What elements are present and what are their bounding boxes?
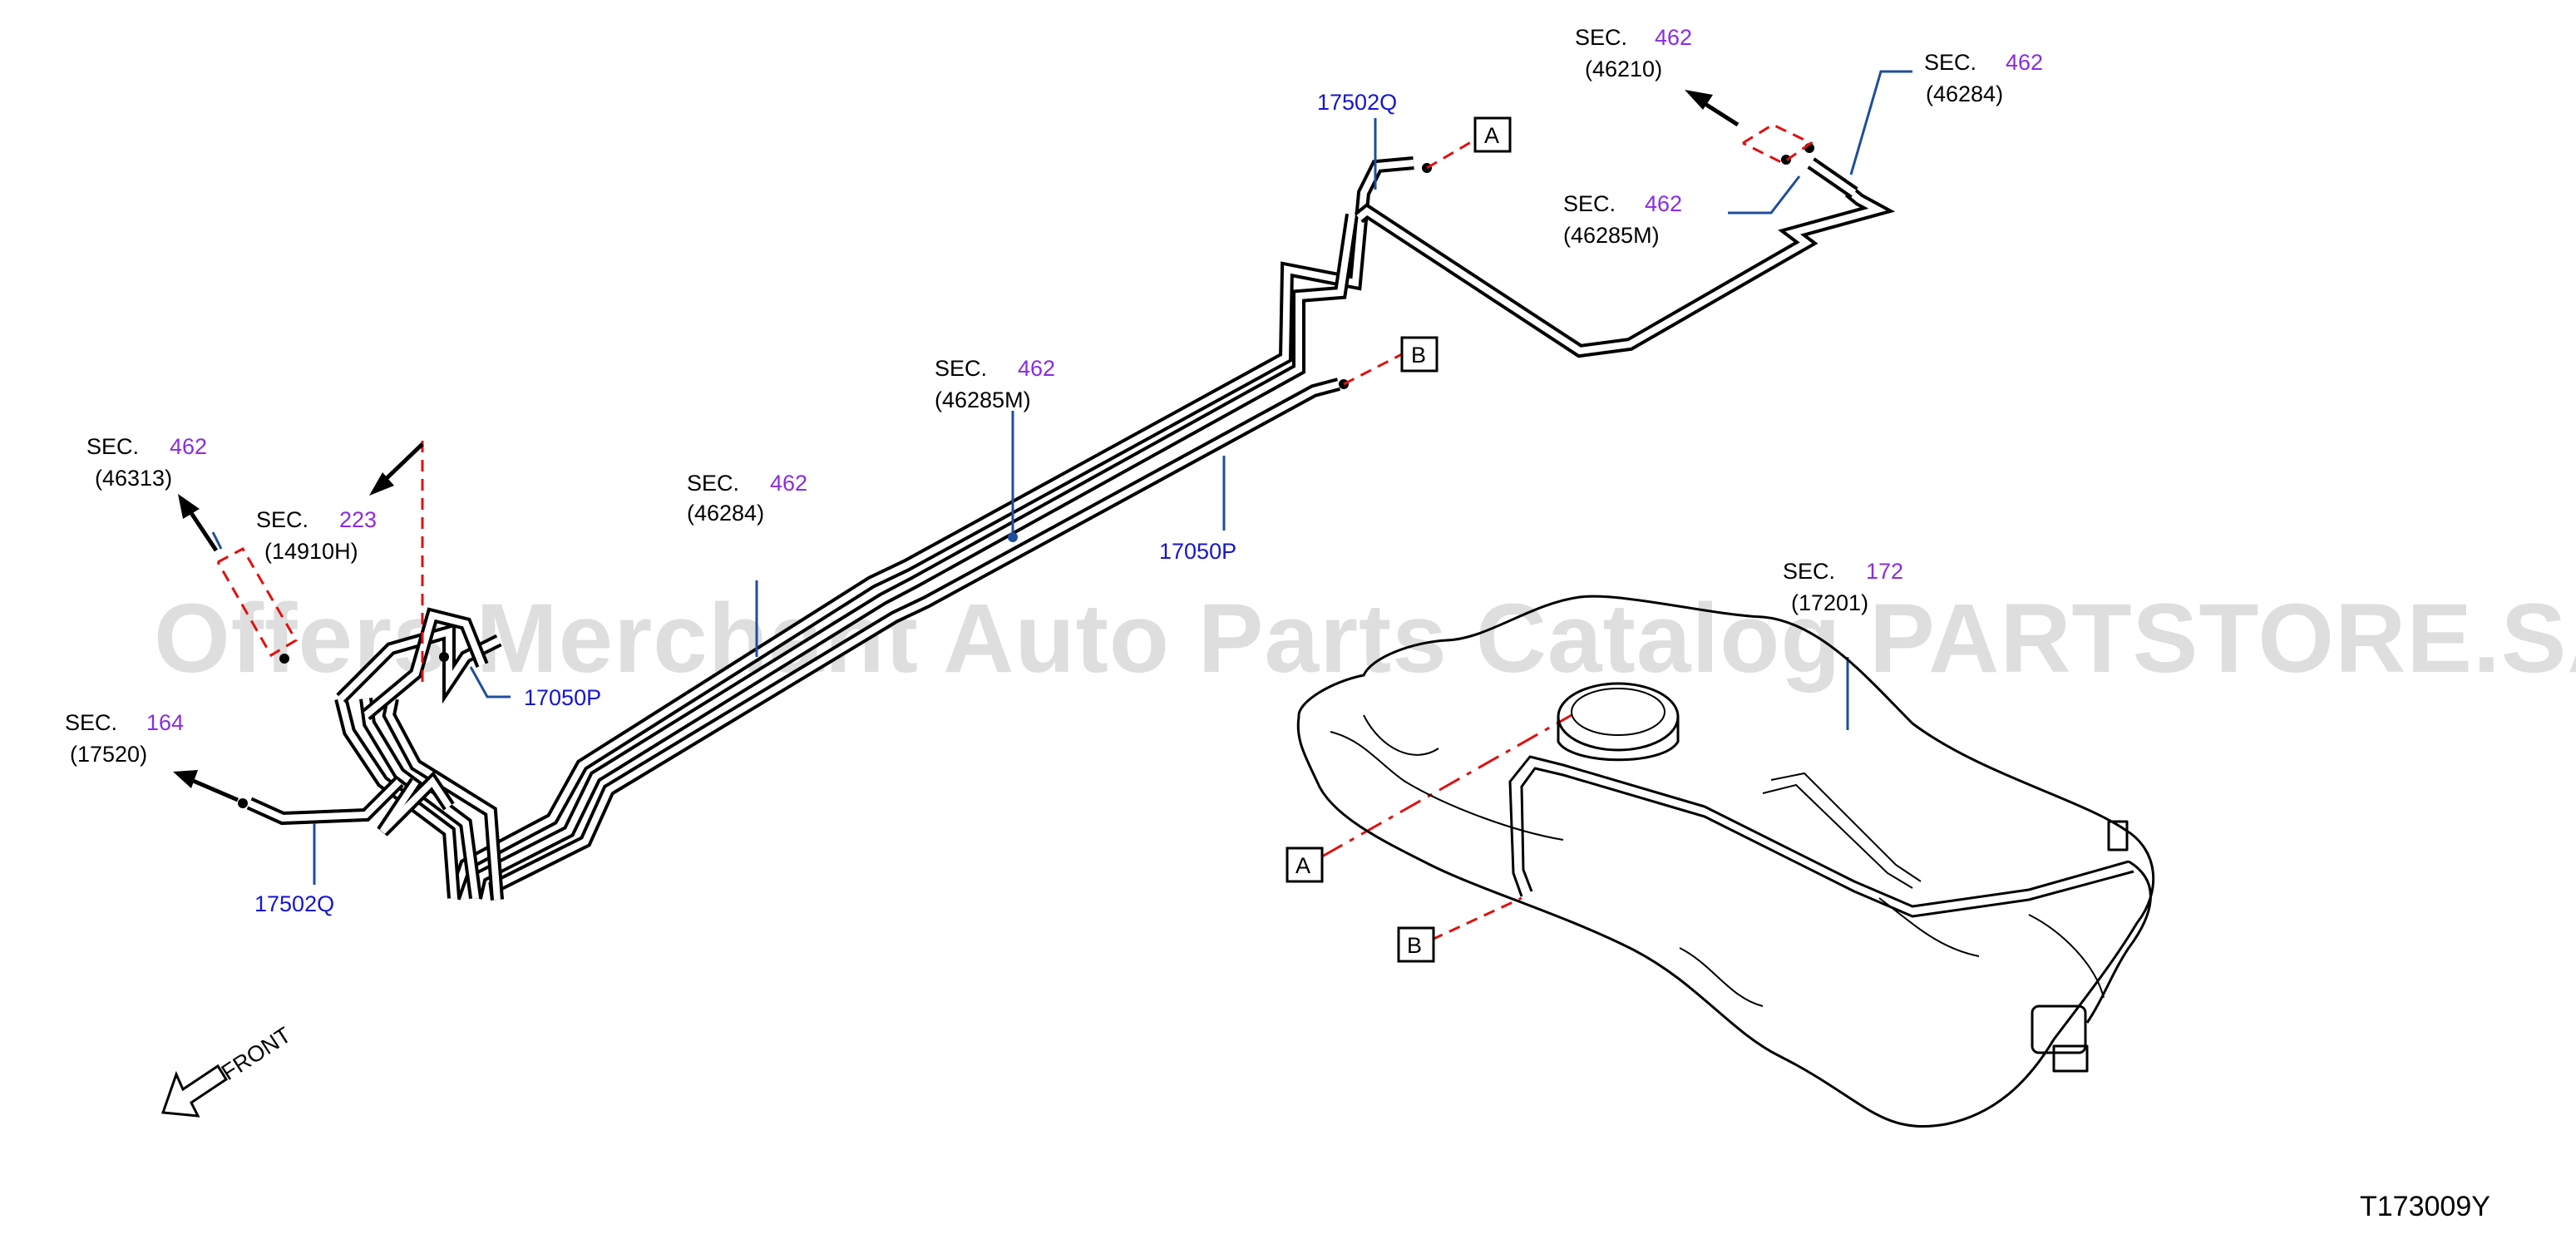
front-label: FRONT	[217, 1022, 295, 1085]
callout-46285m-top[interactable]: SEC. 462 (46285M)	[1563, 191, 1682, 248]
svg-text:SEC.: SEC.	[1783, 559, 1835, 584]
svg-text:462: 462	[1018, 356, 1055, 381]
marker-a-tank: A	[1286, 847, 1324, 883]
svg-text:223: 223	[339, 507, 377, 532]
connector-lines	[216, 123, 1814, 941]
svg-text:462: 462	[170, 434, 207, 459]
svg-text:SEC.: SEC.	[65, 710, 117, 735]
svg-text:SEC.: SEC.	[86, 434, 139, 459]
svg-text:462: 462	[770, 471, 807, 496]
callout-46210[interactable]: SEC. 462 (46210)	[1575, 25, 1692, 81]
svg-text:164: 164	[146, 710, 184, 735]
svg-text:(46285M): (46285M)	[935, 387, 1031, 412]
marker-b-tank: B	[1397, 926, 1435, 963]
fuel-tank	[1296, 595, 2155, 1128]
svg-text:462: 462	[1645, 191, 1682, 216]
svg-text:172: 172	[1866, 559, 1903, 584]
callout-46313[interactable]: SEC. 462 (46313)	[86, 434, 207, 491]
watermark: Offers Merchant Auto Parts Catalog PARTS…	[154, 584, 2576, 694]
part-17502q-top[interactable]: 17502Q	[1317, 90, 1397, 115]
callout-46284-mid[interactable]: SEC. 462 (46284)	[687, 471, 807, 526]
engine-bay-pipes	[246, 607, 504, 901]
part-17050p-left[interactable]: 17050P	[524, 685, 601, 710]
part-17050p-mid[interactable]: 17050P	[1159, 539, 1236, 564]
svg-text:(46210): (46210)	[1585, 57, 1662, 81]
svg-text:SEC.: SEC.	[1563, 191, 1616, 216]
svg-text:B: B	[1411, 343, 1426, 368]
svg-text:(17201): (17201)	[1791, 590, 1868, 615]
callout-14910h[interactable]: SEC. 223 (14910H)	[256, 507, 377, 564]
svg-text:SEC.: SEC.	[1924, 50, 1976, 75]
callout-46285m-mid[interactable]: SEC. 462 (46285M)	[935, 356, 1055, 412]
callout-17520[interactable]: SEC. 164 (17520)	[65, 710, 184, 767]
callout-17201[interactable]: SEC. 172 (17201)	[1783, 559, 1903, 615]
svg-text:(46284): (46284)	[687, 501, 764, 526]
svg-text:SEC.: SEC.	[687, 471, 739, 496]
marker-b-top: B	[1400, 336, 1439, 373]
marker-a-top: A	[1473, 116, 1512, 153]
fuel-pipe-bundle	[447, 156, 1896, 901]
leader-lines	[211, 70, 1912, 885]
svg-text:462: 462	[1655, 25, 1692, 50]
svg-text:(46284): (46284)	[1926, 81, 2003, 106]
callout-46284-top[interactable]: SEC. 462 (46284)	[1924, 50, 2043, 106]
part-17502q-bottom[interactable]: 17502Q	[254, 891, 334, 916]
svg-text:(14910H): (14910H)	[264, 539, 358, 564]
svg-text:(46313): (46313)	[95, 466, 172, 491]
svg-text:SEC.: SEC.	[1575, 25, 1627, 50]
flow-arrows	[173, 90, 1740, 802]
svg-text:(46285M): (46285M)	[1563, 223, 1660, 248]
svg-text:SEC.: SEC.	[935, 356, 987, 381]
svg-text:(17520): (17520)	[70, 742, 147, 767]
svg-text:462: 462	[2006, 50, 2043, 75]
svg-text:A: A	[1295, 853, 1310, 878]
svg-text:A: A	[1484, 123, 1499, 148]
front-indicator: FRONT	[160, 1022, 295, 1118]
diagram-code: T173009Y	[2360, 1191, 2490, 1222]
svg-text:SEC.: SEC.	[256, 507, 308, 532]
svg-text:B: B	[1407, 933, 1422, 958]
